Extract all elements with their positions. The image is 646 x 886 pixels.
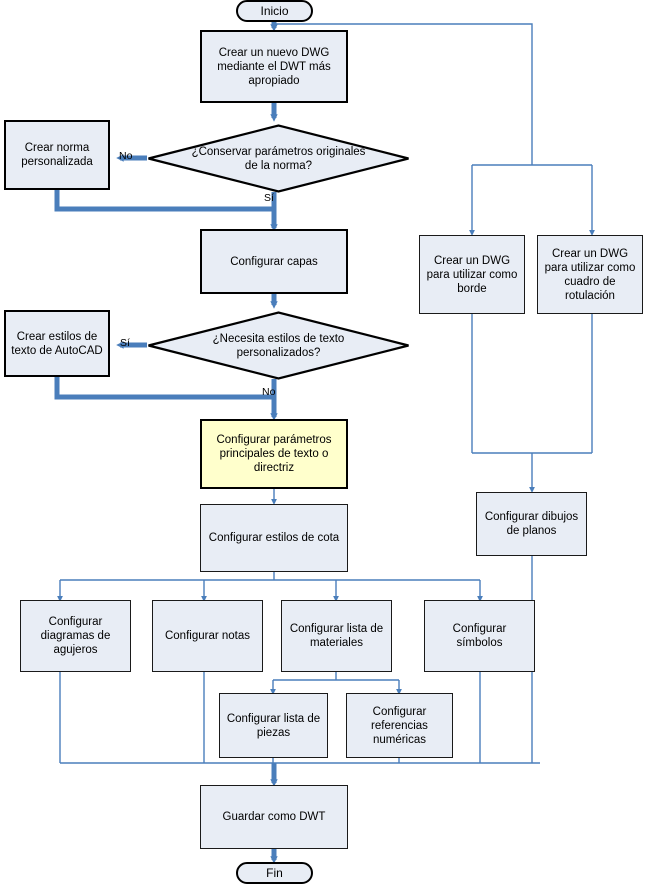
node-crear-norma-label: Crear norma personalizada (21, 142, 93, 168)
node-config-referencias-numericas-label: Configurar referencias numéricas (371, 705, 428, 746)
node-config-lista-piezas-label: Configurar lista de piezas (226, 712, 321, 739)
edge-label-norma-no: No (119, 150, 133, 162)
edge-label-norma-si: Sí (264, 192, 274, 204)
node-crear-dwg-label: Crear un nuevo DWG mediante el DWT más a… (217, 46, 331, 87)
node-crear-dwg[interactable]: Crear un nuevo DWG mediante el DWT más a… (200, 30, 348, 103)
node-dwg-borde-label: Crear un DWG para utilizar como borde (426, 254, 518, 295)
node-config-dibujos-planos-label: Configurar dibujos de planos (484, 511, 579, 537)
node-config-estilos-cota-label: Configurar estilos de cota (208, 532, 340, 544)
node-config-agujeros-label: Configurar diagramas de agujeros (40, 616, 111, 656)
node-decision-texto[interactable]: ¿Necesita estilos de texto personalizado… (147, 311, 410, 380)
node-crear-estilos-texto[interactable]: Crear estilos de texto de AutoCAD (4, 310, 110, 377)
node-config-referencias-numericas[interactable]: Configurar referencias numéricas (346, 693, 453, 758)
node-config-simbolos[interactable]: Configurar símbolos (424, 600, 535, 672)
node-inicio-label: Inicio (260, 4, 289, 18)
node-dwg-rotulacion-label: Crear un DWG para utilizar como cuadro d… (544, 247, 636, 302)
node-config-lista-materiales[interactable]: Configurar lista de materiales (281, 600, 392, 672)
node-config-dibujos-planos[interactable]: Configurar dibujos de planos (476, 492, 587, 556)
node-config-parametros-texto-label: Configurar parámetros principales de tex… (216, 434, 332, 474)
node-inicio[interactable]: Inicio (236, 0, 313, 22)
node-config-notas[interactable]: Configurar notas (152, 600, 263, 672)
node-config-lista-materiales-label: Configurar lista de materiales (289, 623, 384, 649)
node-guardar-dwt-label: Guardar como DWT (222, 811, 326, 823)
node-fin[interactable]: Fin (236, 862, 313, 884)
node-config-notas-label: Configurar notas (164, 630, 251, 642)
edge-label-texto-si: Sí (120, 337, 130, 349)
node-guardar-dwt[interactable]: Guardar como DWT (200, 785, 348, 849)
edge-label-texto-no: No (262, 386, 276, 398)
node-fin-label: Fin (266, 866, 283, 880)
node-decision-norma[interactable]: ¿Conservar parámetros originales de la n… (147, 124, 410, 193)
node-config-simbolos-label: Configurar símbolos (452, 623, 507, 649)
node-decision-texto-label: ¿Necesita estilos de texto personalizado… (212, 332, 345, 359)
node-config-lista-piezas[interactable]: Configurar lista de piezas (219, 693, 328, 758)
node-crear-norma[interactable]: Crear norma personalizada (4, 120, 110, 190)
node-crear-estilos-texto-label: Crear estilos de texto de AutoCAD (11, 330, 103, 357)
decision-shape-texto (148, 311, 409, 380)
node-dwg-rotulacion[interactable]: Crear un DWG para utilizar como cuadro d… (537, 235, 643, 314)
node-configurar-capas-label: Configurar capas (230, 255, 318, 268)
node-config-estilos-cota[interactable]: Configurar estilos de cota (200, 504, 348, 572)
node-config-parametros-texto[interactable]: Configurar parámetros principales de tex… (200, 419, 348, 489)
node-config-agujeros[interactable]: Configurar diagramas de agujeros (20, 600, 131, 672)
node-dwg-borde[interactable]: Crear un DWG para utilizar como borde (419, 235, 525, 314)
node-decision-norma-label: ¿Conservar parámetros originales de la n… (191, 145, 366, 172)
node-configurar-capas[interactable]: Configurar capas (200, 229, 348, 294)
